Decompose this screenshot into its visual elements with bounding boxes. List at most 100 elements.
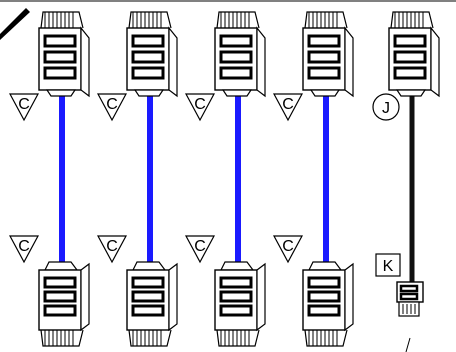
- bottom-plug: [302, 261, 354, 347]
- plug-slot: [131, 66, 165, 80]
- plug-slot: [131, 34, 165, 48]
- callout-label: K: [383, 258, 394, 275]
- plug-top-outline: [390, 11, 434, 29]
- callout-label: C: [18, 238, 30, 255]
- callout-triangle: C: [96, 93, 128, 122]
- plug-slot: [393, 50, 427, 64]
- plug-slot: [219, 50, 253, 64]
- corner-arrow-icon: [0, 8, 30, 40]
- plug-side: [80, 26, 90, 98]
- callout-triangle: C: [96, 235, 128, 264]
- top-plug: [214, 11, 266, 98]
- callout-triangle: C: [8, 235, 40, 264]
- plug-boot: [220, 261, 255, 271]
- triangle-marker-icon: [184, 235, 216, 264]
- plug-slot: [131, 290, 165, 303]
- callout-triangle: C: [184, 235, 216, 264]
- plug-side: [344, 26, 354, 98]
- plug-side: [80, 262, 90, 332]
- cable-assembly: CC: [272, 11, 354, 347]
- small-plug-slot: [399, 292, 419, 301]
- callout-label: C: [282, 238, 294, 255]
- callout-label: C: [106, 238, 118, 255]
- plug-slot: [219, 276, 253, 289]
- plug-slot: [393, 66, 427, 80]
- plug-slot: [43, 276, 77, 289]
- callout-label: C: [194, 238, 206, 255]
- bottom-plug: [126, 261, 178, 347]
- cable-assembly: CC: [96, 11, 178, 347]
- plug-side: [430, 26, 440, 98]
- callout-triangle: C: [272, 93, 304, 122]
- plug-top-outline: [40, 11, 84, 29]
- plug-slot: [393, 34, 427, 48]
- callout-label: C: [106, 96, 118, 113]
- plug-boot: [133, 89, 165, 97]
- plug-slot: [307, 66, 341, 80]
- triangle-marker-icon: [272, 93, 304, 122]
- circle-marker-icon: [372, 93, 400, 121]
- plug-slot: [307, 34, 341, 48]
- plug-slot: [131, 50, 165, 64]
- plug-slot: [43, 290, 77, 303]
- top-plug: [302, 11, 354, 98]
- plug-slot: [219, 290, 253, 303]
- top-plug: [126, 11, 178, 98]
- plug-top-outline: [128, 11, 172, 29]
- plug-top-outline: [304, 11, 348, 29]
- bottom-plug: [38, 261, 90, 347]
- top-plug: [388, 11, 440, 98]
- plug-boot: [395, 89, 427, 97]
- plug-boot: [44, 261, 79, 271]
- plug-slot: [43, 34, 77, 48]
- small-plug: [396, 281, 424, 317]
- cable-assembly: CC: [184, 11, 266, 347]
- plug-slot: [131, 304, 165, 317]
- plug-bottom-outline: [304, 329, 348, 347]
- callout-triangle: C: [272, 235, 304, 264]
- callout-label: C: [18, 96, 30, 113]
- small-plug-tip: [398, 301, 420, 317]
- callout-triangle: C: [184, 93, 216, 122]
- plug-side: [256, 262, 266, 332]
- plug-slot: [219, 34, 253, 48]
- triangle-marker-icon: [184, 93, 216, 122]
- bottom-plug: [214, 261, 266, 347]
- plug-slot: [307, 290, 341, 303]
- callout-triangle: C: [8, 93, 40, 122]
- plug-slot: [219, 304, 253, 317]
- callout-label: C: [194, 96, 206, 113]
- plug-bottom-outline: [128, 329, 172, 347]
- plug-slot: [43, 304, 77, 317]
- cable-assembly: JK: [372, 11, 440, 352]
- triangle-marker-icon: [96, 235, 128, 264]
- callout-label: C: [282, 96, 294, 113]
- plug-bottom-outline: [216, 329, 260, 347]
- plug-side: [168, 26, 178, 98]
- plug-slot: [307, 304, 341, 317]
- plug-slot: [219, 66, 253, 80]
- plug-side: [256, 26, 266, 98]
- top-plug: [38, 11, 90, 98]
- plug-boot: [132, 261, 167, 271]
- callout-label: J: [382, 100, 390, 117]
- cable-assembly: CC: [8, 11, 90, 347]
- triangle-marker-icon: [272, 235, 304, 264]
- plug-top-outline: [216, 11, 260, 29]
- callout-circle: J: [372, 93, 400, 121]
- plug-boot: [221, 89, 253, 97]
- plug-boot: [309, 89, 341, 97]
- plug-slot: [43, 50, 77, 64]
- small-plug-slot: [399, 284, 419, 293]
- plug-slot: [43, 66, 77, 80]
- plug-slot: [307, 276, 341, 289]
- plug-bottom-outline: [40, 329, 84, 347]
- leader-line: [405, 337, 411, 352]
- plug-slot: [131, 276, 165, 289]
- triangle-marker-icon: [96, 93, 128, 122]
- plug-boot: [308, 261, 343, 271]
- triangle-marker-icon: [8, 235, 40, 264]
- square-marker-icon: [375, 253, 401, 277]
